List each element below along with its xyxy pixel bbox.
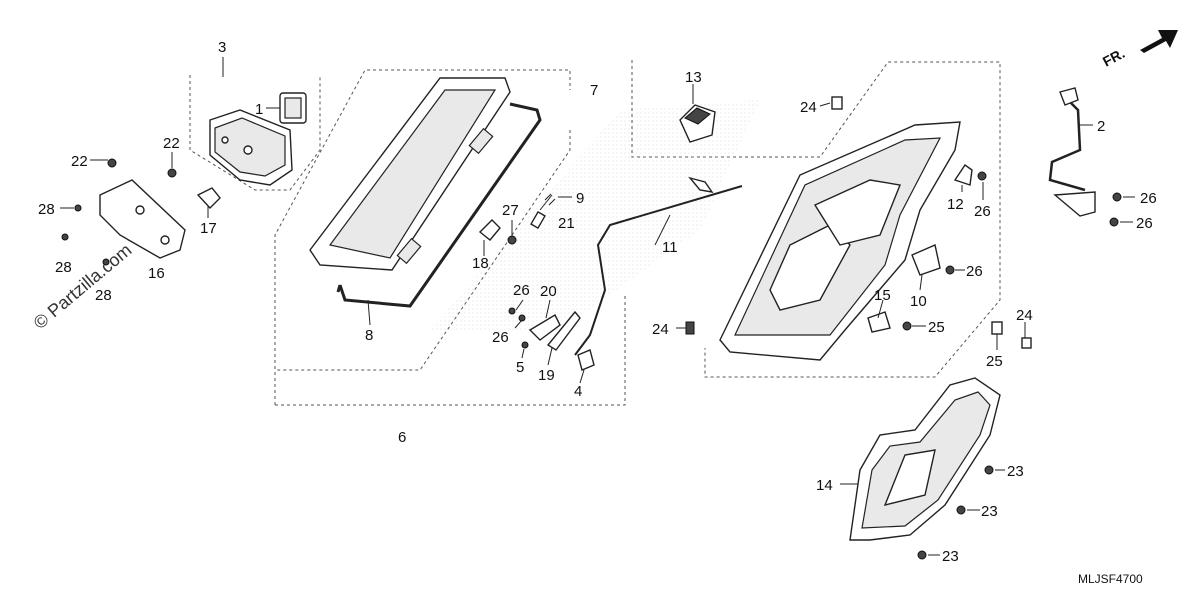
nut-23	[917, 550, 927, 560]
callout-13: 13	[685, 69, 702, 86]
part-connector-1	[279, 92, 307, 124]
callout-9: 9	[576, 190, 584, 207]
part-4	[577, 349, 595, 371]
bolt-25	[1112, 192, 1122, 202]
callout-8: 8	[365, 327, 373, 344]
cable-end	[688, 176, 714, 193]
part-21	[530, 210, 546, 230]
callout-16: 16	[148, 265, 165, 282]
bolt-28	[102, 258, 110, 266]
callout-2: 2	[1097, 118, 1105, 135]
callout-24: 24	[1016, 307, 1033, 324]
part-bracket-16	[99, 179, 186, 259]
callout-10: 10	[910, 293, 927, 310]
nut-23	[956, 505, 966, 515]
callout-3: 3	[218, 39, 226, 56]
part-actuator-3	[209, 109, 293, 186]
callout-24: 25	[986, 353, 1003, 370]
callout-12: 12	[947, 196, 964, 213]
part-17	[196, 187, 221, 210]
part-seal-8	[336, 102, 542, 308]
callout-14: 14	[816, 477, 833, 494]
part-9-21	[539, 193, 556, 211]
bolt-26	[945, 265, 955, 275]
part-switch-13	[679, 104, 716, 143]
bolt-22	[107, 158, 117, 168]
callout-27: 27	[502, 202, 519, 219]
callout-26: 26	[974, 203, 991, 220]
callout-24: 24	[652, 321, 669, 338]
part-lid-7	[309, 77, 511, 271]
part-liner-14	[849, 377, 1001, 541]
callout-26: 26	[966, 263, 983, 280]
callout-26: 26	[492, 329, 509, 346]
part-20	[528, 314, 561, 341]
callout-22: 22	[71, 153, 88, 170]
front-direction-marker: FR.	[1100, 30, 1178, 70]
callout-17: 17	[200, 220, 217, 237]
callout-6: 6	[398, 429, 406, 446]
callout-25: 26	[1136, 215, 1153, 232]
part-5	[521, 341, 529, 349]
leader-lines	[60, 57, 1135, 556]
part-12	[953, 164, 973, 186]
bolt-26	[518, 314, 526, 322]
bolt-22	[167, 168, 177, 178]
diagram-code: MLJSF4700	[1078, 572, 1143, 586]
callout-19: 19	[538, 367, 555, 384]
callout-22: 22	[163, 135, 180, 152]
clip-24	[685, 321, 695, 335]
clip-24	[1021, 337, 1032, 349]
callout-15: 15	[874, 287, 891, 304]
callout-28: 28	[95, 287, 112, 304]
front-arrow-icon	[1140, 30, 1178, 53]
group-outlines	[189, 60, 1001, 406]
callout-4: 4	[574, 383, 582, 400]
callout-23: 23	[981, 503, 998, 520]
part-harness-2	[1048, 87, 1096, 217]
part-trunk-body	[719, 121, 961, 361]
bolt-26	[508, 307, 516, 315]
svg-text:FR.: FR.	[1100, 45, 1127, 70]
part-18	[478, 219, 501, 241]
bolt-25	[1109, 217, 1119, 227]
callout-1: 1	[255, 101, 263, 118]
callout-28: 28	[38, 201, 55, 218]
bolt-26	[977, 171, 987, 181]
bolt-28	[61, 233, 69, 241]
callout-5: 5	[516, 359, 524, 376]
callout-26: 25	[928, 319, 945, 336]
callout-labels: 3 1 22 22 28 28 28 16 17 8 7 6 9 27 21 1…	[38, 39, 1157, 565]
bolt-28	[74, 204, 82, 212]
part-10	[911, 244, 941, 276]
part-19	[546, 310, 581, 351]
part-27	[507, 235, 517, 245]
callout-21: 21	[558, 215, 575, 232]
callout-24: 24	[800, 99, 817, 116]
callout-26: 26	[513, 282, 530, 299]
clip-24	[831, 96, 843, 110]
callout-25: 26	[1140, 190, 1157, 207]
clip-24	[991, 321, 1003, 335]
callout-18: 18	[472, 255, 489, 272]
watermark: © Partzilla.com	[30, 240, 136, 333]
shading	[430, 100, 760, 330]
callout-7: 7	[590, 82, 598, 99]
callout-23: 23	[1007, 463, 1024, 480]
part-cable-11	[574, 185, 743, 356]
callout-28: 28	[55, 259, 72, 276]
nut-23	[984, 465, 994, 475]
callout-20: 20	[540, 283, 557, 300]
bolt-26	[902, 321, 912, 331]
callout-23: 23	[942, 548, 959, 565]
callout-11: 11	[662, 239, 678, 256]
